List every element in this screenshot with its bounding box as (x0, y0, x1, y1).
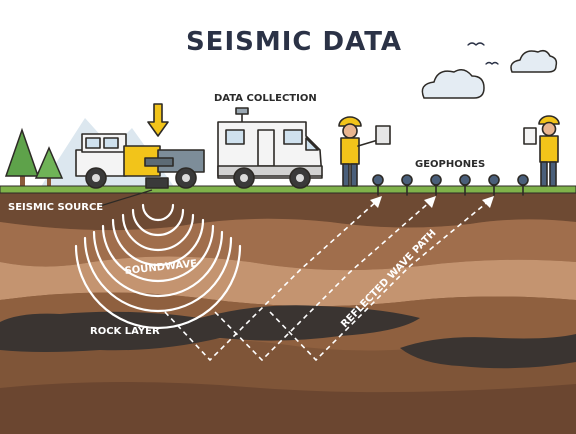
van-window (284, 130, 302, 144)
truck-window (104, 138, 118, 148)
vibrator-plate (145, 158, 173, 166)
bird-icon (468, 43, 484, 45)
down-arrow-icon (148, 104, 168, 136)
clipboard-icon (524, 128, 536, 144)
label-rock-layer: ROCK LAYER (90, 326, 160, 337)
truck-window (86, 138, 100, 148)
label-seismic-source: SEISMIC SOURCE (8, 202, 103, 213)
seismic-truck (76, 104, 204, 188)
worker-with-device (339, 117, 390, 186)
diagram-title: SEISMIC DATA (186, 27, 402, 57)
data-collection-van (218, 108, 322, 188)
cloud-icon (511, 51, 556, 72)
vibrator-pad (146, 178, 168, 188)
bird-icon (486, 63, 498, 65)
label-geophones: GEOPHONES (415, 159, 485, 170)
birds (468, 43, 498, 64)
cloud-icon (422, 70, 484, 98)
van-window (226, 130, 244, 144)
deep-soil-layer (0, 382, 576, 434)
antenna-icon (236, 108, 248, 114)
data-device-icon (376, 126, 390, 144)
worker-with-clipboard (524, 116, 559, 186)
grass-strip (0, 186, 576, 193)
van-door (258, 130, 274, 166)
tree-icon (6, 130, 38, 188)
label-data-collection: DATA COLLECTION (214, 93, 317, 104)
